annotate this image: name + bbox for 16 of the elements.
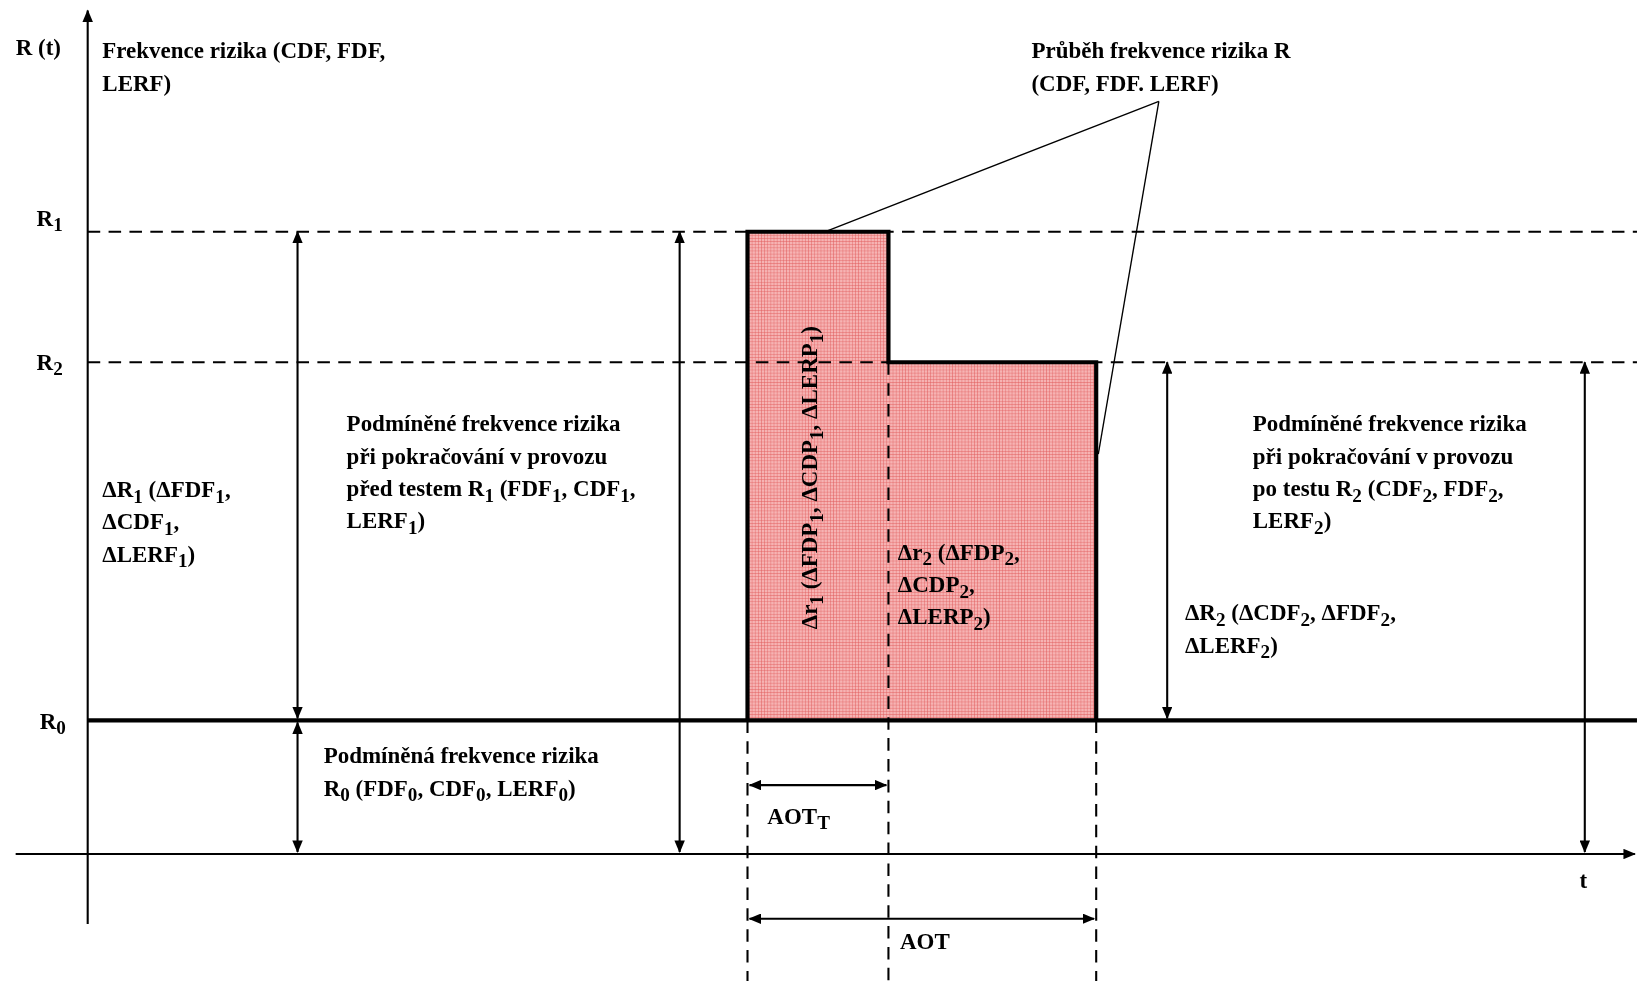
annotation-text: Podmíněné frekvence rizika při pokračování v provozu před testem R$_{1}$ (FDF$_{1}$, CDF$_{1}$, LERF$_{1}$) bbox=[346, 409, 637, 537]
annotation-text: ΔR$_{1}$ (ΔFDF$_{1}$, ΔCDF$_{1}$, ΔLERF$_{1}$) bbox=[102, 475, 232, 570]
dimension-label: AOT bbox=[899, 927, 951, 957]
axis-label: t bbox=[1579, 866, 1589, 896]
axis-label: R (t) bbox=[15, 33, 62, 63]
annotation-text: Δr$_{2}$ (ΔFDP$_{2}$, ΔCDP$_{2}$, ΔLERP$_{2}$) bbox=[897, 537, 1021, 633]
level-label: R$_{1}$ bbox=[36, 203, 64, 234]
dimension-label: AOT$_{T}$ bbox=[767, 801, 831, 833]
leader-line bbox=[1097, 100, 1160, 455]
axis-title: Frekvence rizika (CDF, FDF, LERF) bbox=[102, 36, 387, 99]
callout-text: Průběh frekvence rizika R (CDF, FDF. LERF) bbox=[1031, 34, 1340, 100]
level-label: R$_{0}$ bbox=[39, 706, 67, 738]
annotation-text: ΔR$_{2}$ (ΔCDF$_{2}$, ΔFDF$_{2}$, ΔLERF$_{2}$) bbox=[1184, 598, 1397, 661]
annotation-text: Podmíněná frekvence rizika R$_{0}$ (FDF$_{0}$, CDF$_{0}$, LERF$_{0}$) bbox=[323, 741, 600, 804]
annotation-text: Podmíněné frekvence rizika při pokračování v provozu po testu R$_{2}$ (CDF$_{2}$, FDF$_{2}$, LERF$_{2}$) bbox=[1252, 409, 1528, 537]
level-label: R$_{2}$ bbox=[36, 347, 64, 378]
